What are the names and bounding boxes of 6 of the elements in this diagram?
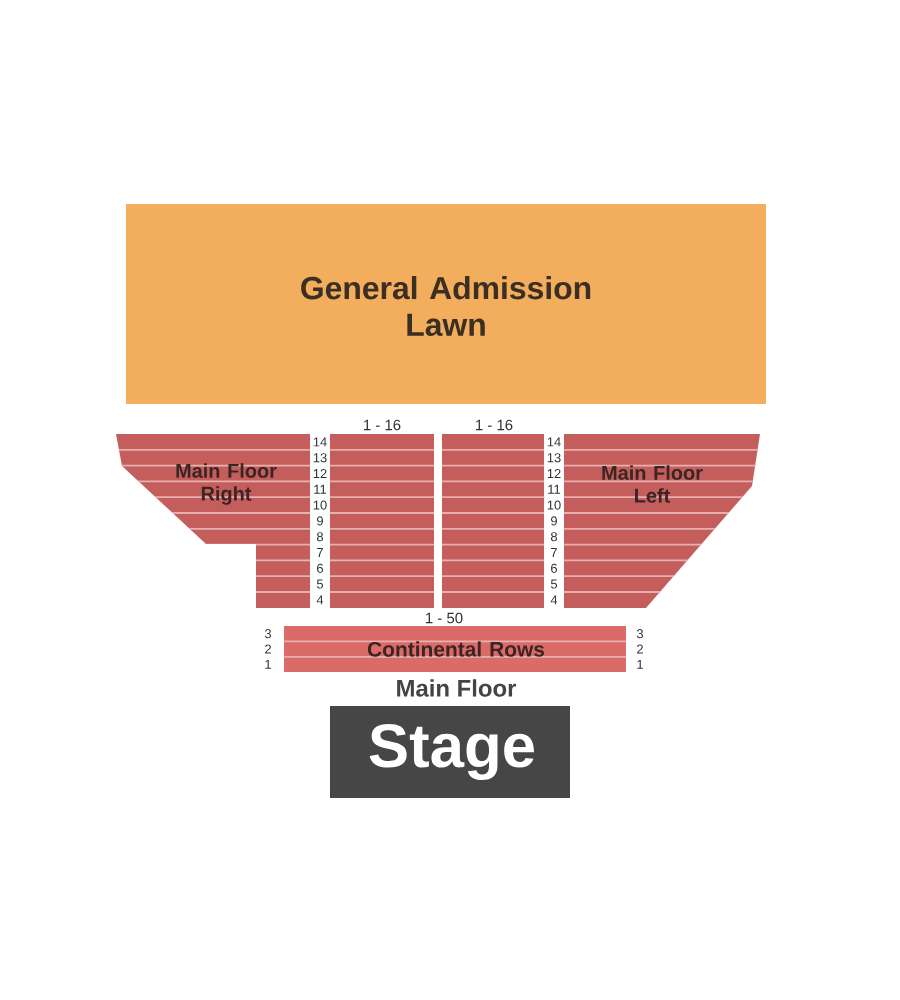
seating-section [441,434,545,608]
seating-section [329,434,435,608]
seating-section: Continental Rows [284,626,626,672]
stage-block: Stage [330,706,570,798]
lawn-area: General Admission Lawn [126,204,766,404]
floor-heading: Main Floor [397,679,517,697]
